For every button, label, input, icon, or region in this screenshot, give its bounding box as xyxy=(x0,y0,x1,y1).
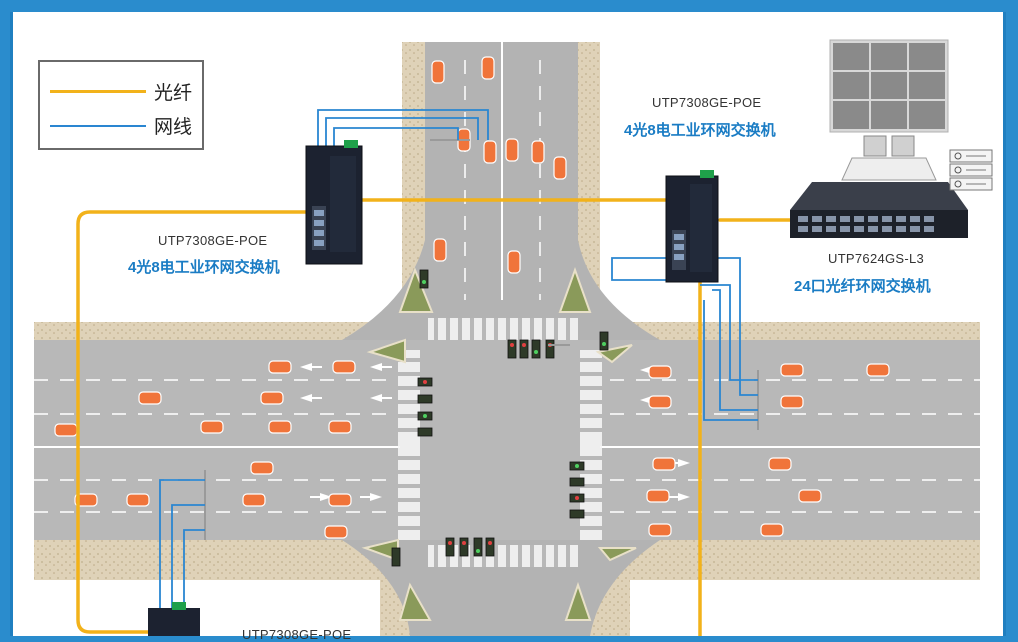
car xyxy=(483,140,497,164)
car xyxy=(505,138,519,162)
car xyxy=(866,363,890,377)
industrial-switch-1 xyxy=(305,140,363,265)
car xyxy=(328,420,352,434)
car xyxy=(200,420,224,434)
car xyxy=(780,363,804,377)
car xyxy=(646,489,670,503)
server-icon xyxy=(949,149,993,191)
car xyxy=(138,391,162,405)
car xyxy=(260,391,284,405)
switch-2-desc: 4光8电工业环网交换机 xyxy=(624,122,776,139)
car xyxy=(328,493,352,507)
legend-fiber: 光纤 xyxy=(50,78,192,105)
industrial-switch-3 xyxy=(148,602,200,636)
cable-links xyxy=(159,109,758,610)
car xyxy=(250,461,274,475)
core-switch-desc: 24口光纤环网交换机 xyxy=(794,278,931,295)
car xyxy=(268,360,292,374)
car xyxy=(507,250,521,274)
car xyxy=(760,523,784,537)
car xyxy=(74,493,98,507)
legend-fiber-label: 光纤 xyxy=(154,83,193,104)
car xyxy=(531,140,545,164)
car xyxy=(268,420,292,434)
car xyxy=(481,56,495,80)
vehicles xyxy=(54,56,890,539)
car xyxy=(324,525,348,539)
car xyxy=(768,457,792,471)
legend: 光纤 网线 xyxy=(38,60,204,150)
car xyxy=(332,360,356,374)
roads xyxy=(34,42,980,636)
car xyxy=(553,156,567,180)
car xyxy=(798,489,822,503)
monitor-icon xyxy=(841,135,937,181)
core-switch-model: UTP7624GS-L3 xyxy=(828,251,925,266)
car xyxy=(431,60,445,84)
car xyxy=(648,395,672,409)
switch-2-model: UTP7308GE-POE xyxy=(652,95,762,110)
fiber-swatch xyxy=(50,90,146,93)
industrial-switch-2 xyxy=(665,170,719,283)
switch-3-model: UTP7308GE-POE xyxy=(242,627,352,642)
traffic-island xyxy=(398,267,434,313)
car xyxy=(54,423,78,437)
car xyxy=(433,238,447,262)
traffic-lights xyxy=(204,139,759,567)
core-switch xyxy=(790,182,968,238)
cable-swatch xyxy=(50,124,146,127)
legend-cable-label: 网线 xyxy=(154,117,193,138)
switch-1-desc: 4光8电工业环网交换机 xyxy=(128,259,280,276)
fiber-links xyxy=(76,198,802,636)
car xyxy=(648,523,672,537)
car xyxy=(780,395,804,409)
car xyxy=(126,493,150,507)
switch-1-model: UTP7308GE-POE xyxy=(158,233,268,248)
car xyxy=(648,365,672,379)
car xyxy=(652,457,676,471)
legend-cable: 网线 xyxy=(50,112,192,139)
car xyxy=(242,493,266,507)
video-wall-icon xyxy=(829,39,949,133)
